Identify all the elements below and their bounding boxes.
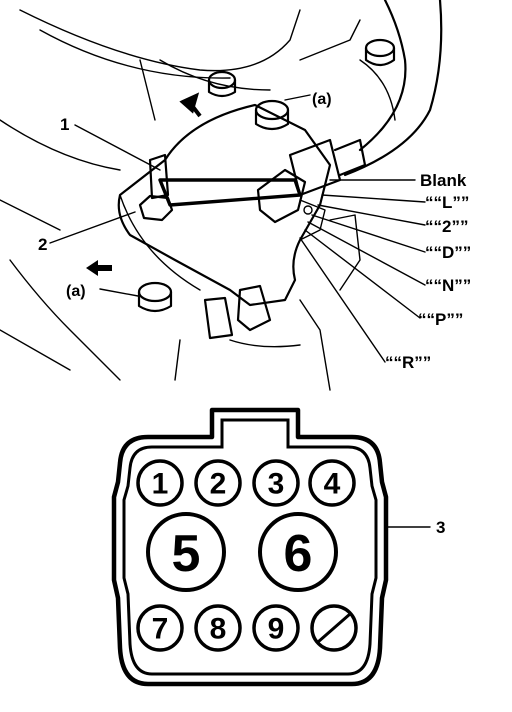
svg-text:2: 2 [210,468,227,501]
position-R-label: ““R”” [385,353,431,372]
position-N-label: ““N”” [425,276,471,295]
callout-3-label: 3 [436,518,445,537]
connector-pin-2: 2 [194,459,242,507]
svg-text:9: 9 [268,613,285,646]
svg-text:5: 5 [172,525,201,583]
connector-pin-8: 8 [194,604,242,652]
callout-1-label: 1 [60,115,69,134]
svg-text:7: 7 [152,613,169,646]
connector-pin-9: 9 [252,604,300,652]
position-L-label: ““L”” [425,193,469,212]
connector-pin-6: 6 [258,512,338,592]
position-D-label: ““D”” [425,243,471,262]
svg-text:6: 6 [284,525,313,583]
background-sketch [0,0,443,391]
connector-pin-5: 5 [146,512,226,592]
direction-arrows [86,92,202,276]
svg-text:4: 4 [324,468,341,501]
position-blank-label: Blank [420,171,467,190]
connector-face: 1 2 3 4 5 6 7 8 [111,407,389,687]
leader-lines [49,94,431,528]
svg-text:8: 8 [210,613,227,646]
position-2-label: ““2”” [425,217,468,236]
connector-pin-1: 1 [136,459,184,507]
callout-2-label: 2 [38,235,47,254]
svg-text:1: 1 [152,468,169,501]
inhibitor-switch-body [117,99,367,340]
svg-text:3: 3 [268,468,285,501]
bolt-a-top-label: (a) [312,91,332,108]
connector-pin-4: 4 [308,459,356,507]
position-P-label: ““P”” [418,310,463,329]
bolt-a-left-label: (a) [66,283,86,300]
connector-pin-7: 7 [136,604,184,652]
connector-pin-3: 3 [252,459,300,507]
connector-pin-blank [310,604,358,652]
